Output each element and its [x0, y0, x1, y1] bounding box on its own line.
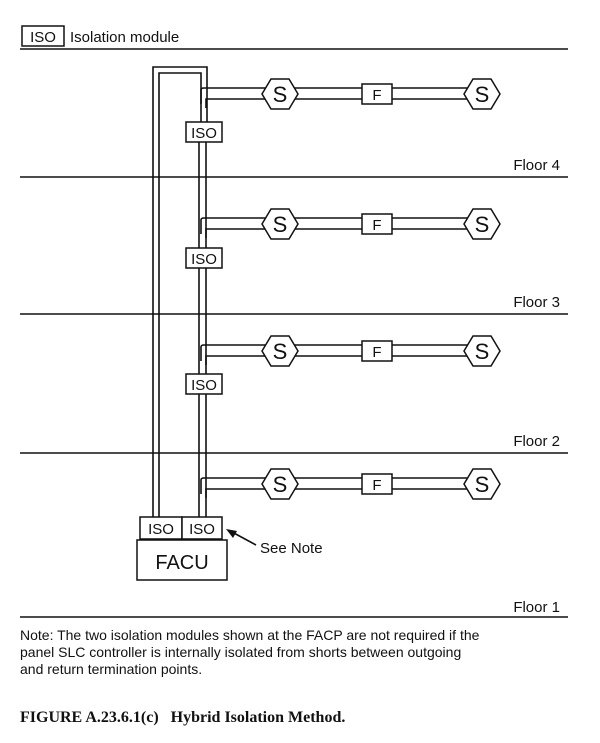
branch-wire-lower — [205, 98, 480, 108]
note-line-2: panel SLC controller is internally isola… — [20, 644, 461, 660]
legend-iso-label: ISO — [30, 29, 56, 46]
smoke-detector-label: S — [475, 339, 490, 364]
legend-text: Isolation module — [70, 29, 179, 46]
callout-text: See Note — [260, 540, 323, 557]
smoke-detector-icon — [261, 468, 299, 500]
branch-wire-lower — [205, 228, 480, 238]
arrowhead-icon — [226, 529, 237, 538]
branch-wire-upper — [200, 344, 480, 361]
smoke-detector-icon — [261, 335, 299, 367]
floor-label-4: Floor 4 — [513, 157, 560, 174]
branch-wire-lower — [205, 488, 480, 498]
panel-iso-right-label: ISO — [189, 521, 215, 538]
floor-label-1: Floor 1 — [513, 599, 560, 616]
smoke-detector-icon — [463, 335, 501, 367]
fire-device-label: F — [372, 344, 381, 361]
smoke-detector-label: S — [475, 82, 490, 107]
branch-wire-upper — [200, 87, 480, 104]
floor-label-2: Floor 2 — [513, 433, 560, 450]
iso-module-floor4 — [185, 121, 223, 143]
smoke-detector-label: S — [273, 212, 288, 237]
riser-isolators: ISO ISO ISO — [185, 121, 223, 395]
callout-arrow-line — [231, 531, 257, 546]
smoke-detector-icon — [261, 208, 299, 240]
panel-iso-left-label: ISO — [148, 521, 174, 538]
fire-device-label: F — [372, 477, 381, 494]
panel-iso-right — [181, 516, 223, 540]
floor-lines: Floor 4 Floor 3 Floor 2 Floor 1 — [20, 157, 568, 618]
legend-iso-box — [21, 25, 65, 47]
iso-module-label: ISO — [191, 125, 217, 142]
smoke-detector-icon — [463, 78, 501, 110]
return-loop-outer — [152, 66, 208, 517]
floor-label-3: Floor 3 — [513, 294, 560, 311]
iso-module-label: ISO — [191, 377, 217, 394]
figure-caption: FIGURE A.23.6.1(c) Hybrid Isolation Meth… — [20, 709, 345, 726]
legend: ISO Isolation module — [21, 25, 179, 47]
fire-device-label: F — [372, 217, 381, 234]
facu-box — [136, 539, 228, 581]
fire-alarm-device — [361, 83, 393, 105]
smoke-detector-label: S — [273, 472, 288, 497]
iso-module-floor3 — [185, 247, 223, 269]
note-line-3: and return termination points. — [20, 661, 202, 677]
branch-wire-lower — [205, 355, 480, 365]
fire-device-label: F — [372, 87, 381, 104]
smoke-detector-icon — [463, 468, 501, 500]
smoke-detector-label: S — [273, 339, 288, 364]
branch-wire-upper — [200, 217, 480, 234]
note: Note: The two isolation modules shown at… — [20, 627, 480, 677]
branch-wire-upper — [200, 477, 480, 494]
see-note-callout: See Note — [226, 529, 323, 557]
smoke-detector-icon — [463, 208, 501, 240]
smoke-detector-icon — [261, 78, 299, 110]
fire-alarm-device — [361, 473, 393, 495]
smoke-detector-label: S — [475, 212, 490, 237]
iso-module-label: ISO — [191, 251, 217, 268]
note-line-1: Note: The two isolation modules shown at… — [20, 627, 480, 643]
iso-module-floor2 — [185, 373, 223, 395]
facu-label: FACU — [155, 552, 208, 574]
smoke-detector-label: S — [273, 82, 288, 107]
fire-alarm-device — [361, 340, 393, 362]
smoke-detector-label: S — [475, 472, 490, 497]
facu-panel: ISO ISO FACU — [136, 516, 228, 581]
fire-alarm-device — [361, 213, 393, 235]
